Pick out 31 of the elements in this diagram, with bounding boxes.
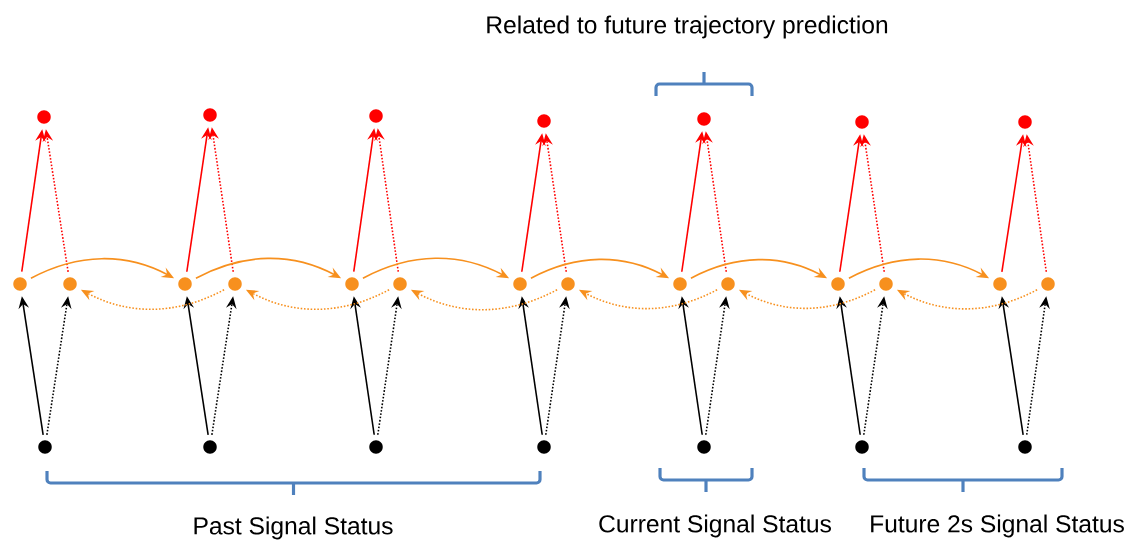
input-dot: [537, 440, 551, 454]
input-dot: [369, 440, 383, 454]
bracket-label: Related to future trajectory prediction: [487, 15, 888, 39]
hidden-dot: [561, 277, 575, 291]
output-dot: [537, 114, 551, 128]
input-dot: [855, 440, 869, 454]
hidden-dot: [13, 277, 27, 291]
hidden-dot: [1041, 277, 1055, 291]
bracket-label: Current Signal Status: [599, 514, 831, 538]
hidden-dot: [673, 277, 687, 291]
hidden-dot: [63, 277, 77, 291]
input-dot: [38, 440, 52, 454]
bracket-label: Past Signal Status: [194, 516, 393, 540]
hidden-dot: [345, 277, 359, 291]
input-dot: [1018, 440, 1032, 454]
output-dot: [1018, 115, 1032, 129]
hidden-dot: [513, 277, 527, 291]
output-dot: [369, 109, 383, 123]
hidden-dot: [831, 277, 845, 291]
output-dot: [37, 110, 51, 124]
hidden-dot: [178, 277, 192, 291]
hidden-dot: [228, 277, 242, 291]
bracket-label: Future 2s Signal Status: [871, 514, 1124, 538]
hidden-dot: [721, 277, 735, 291]
input-dot: [203, 440, 217, 454]
output-dot: [203, 108, 217, 122]
hidden-dot: [393, 277, 407, 291]
output-dot: [697, 112, 711, 126]
hidden-dot: [879, 277, 893, 291]
output-dot: [855, 115, 869, 129]
input-dot: [697, 440, 711, 454]
